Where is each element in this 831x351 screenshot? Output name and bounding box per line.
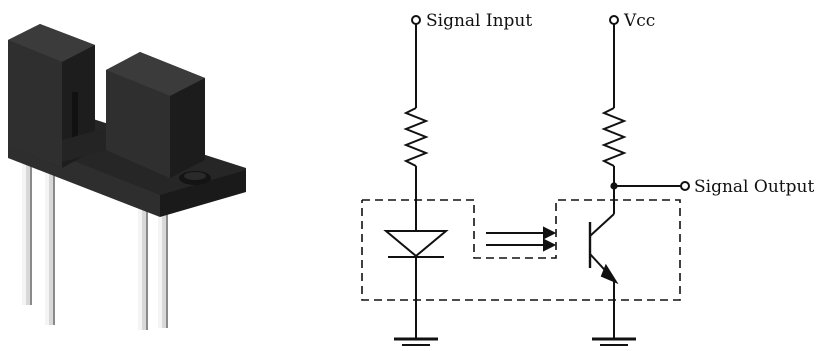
circuit-schematic [361, 15, 690, 346]
signal-output-label: Signal Output [694, 177, 814, 197]
component-pins [22, 150, 168, 330]
input-resistor [403, 107, 429, 167]
transistor-ground-icon [592, 337, 636, 346]
vcc-terminal [609, 15, 619, 25]
led-ground-icon [394, 337, 438, 346]
signal-output-terminal [680, 181, 690, 191]
light-arrows [486, 226, 557, 252]
component-housing [8, 24, 246, 217]
component-3d-image [8, 24, 246, 330]
signal-input-label: Signal Input [426, 11, 532, 31]
signal-input-terminal [411, 15, 421, 25]
phototransistor-symbol [588, 213, 619, 285]
led-symbol [383, 230, 449, 258]
package-outline [361, 199, 681, 301]
vcc-label: Vcc [623, 11, 655, 31]
pullup-resistor [601, 107, 627, 167]
